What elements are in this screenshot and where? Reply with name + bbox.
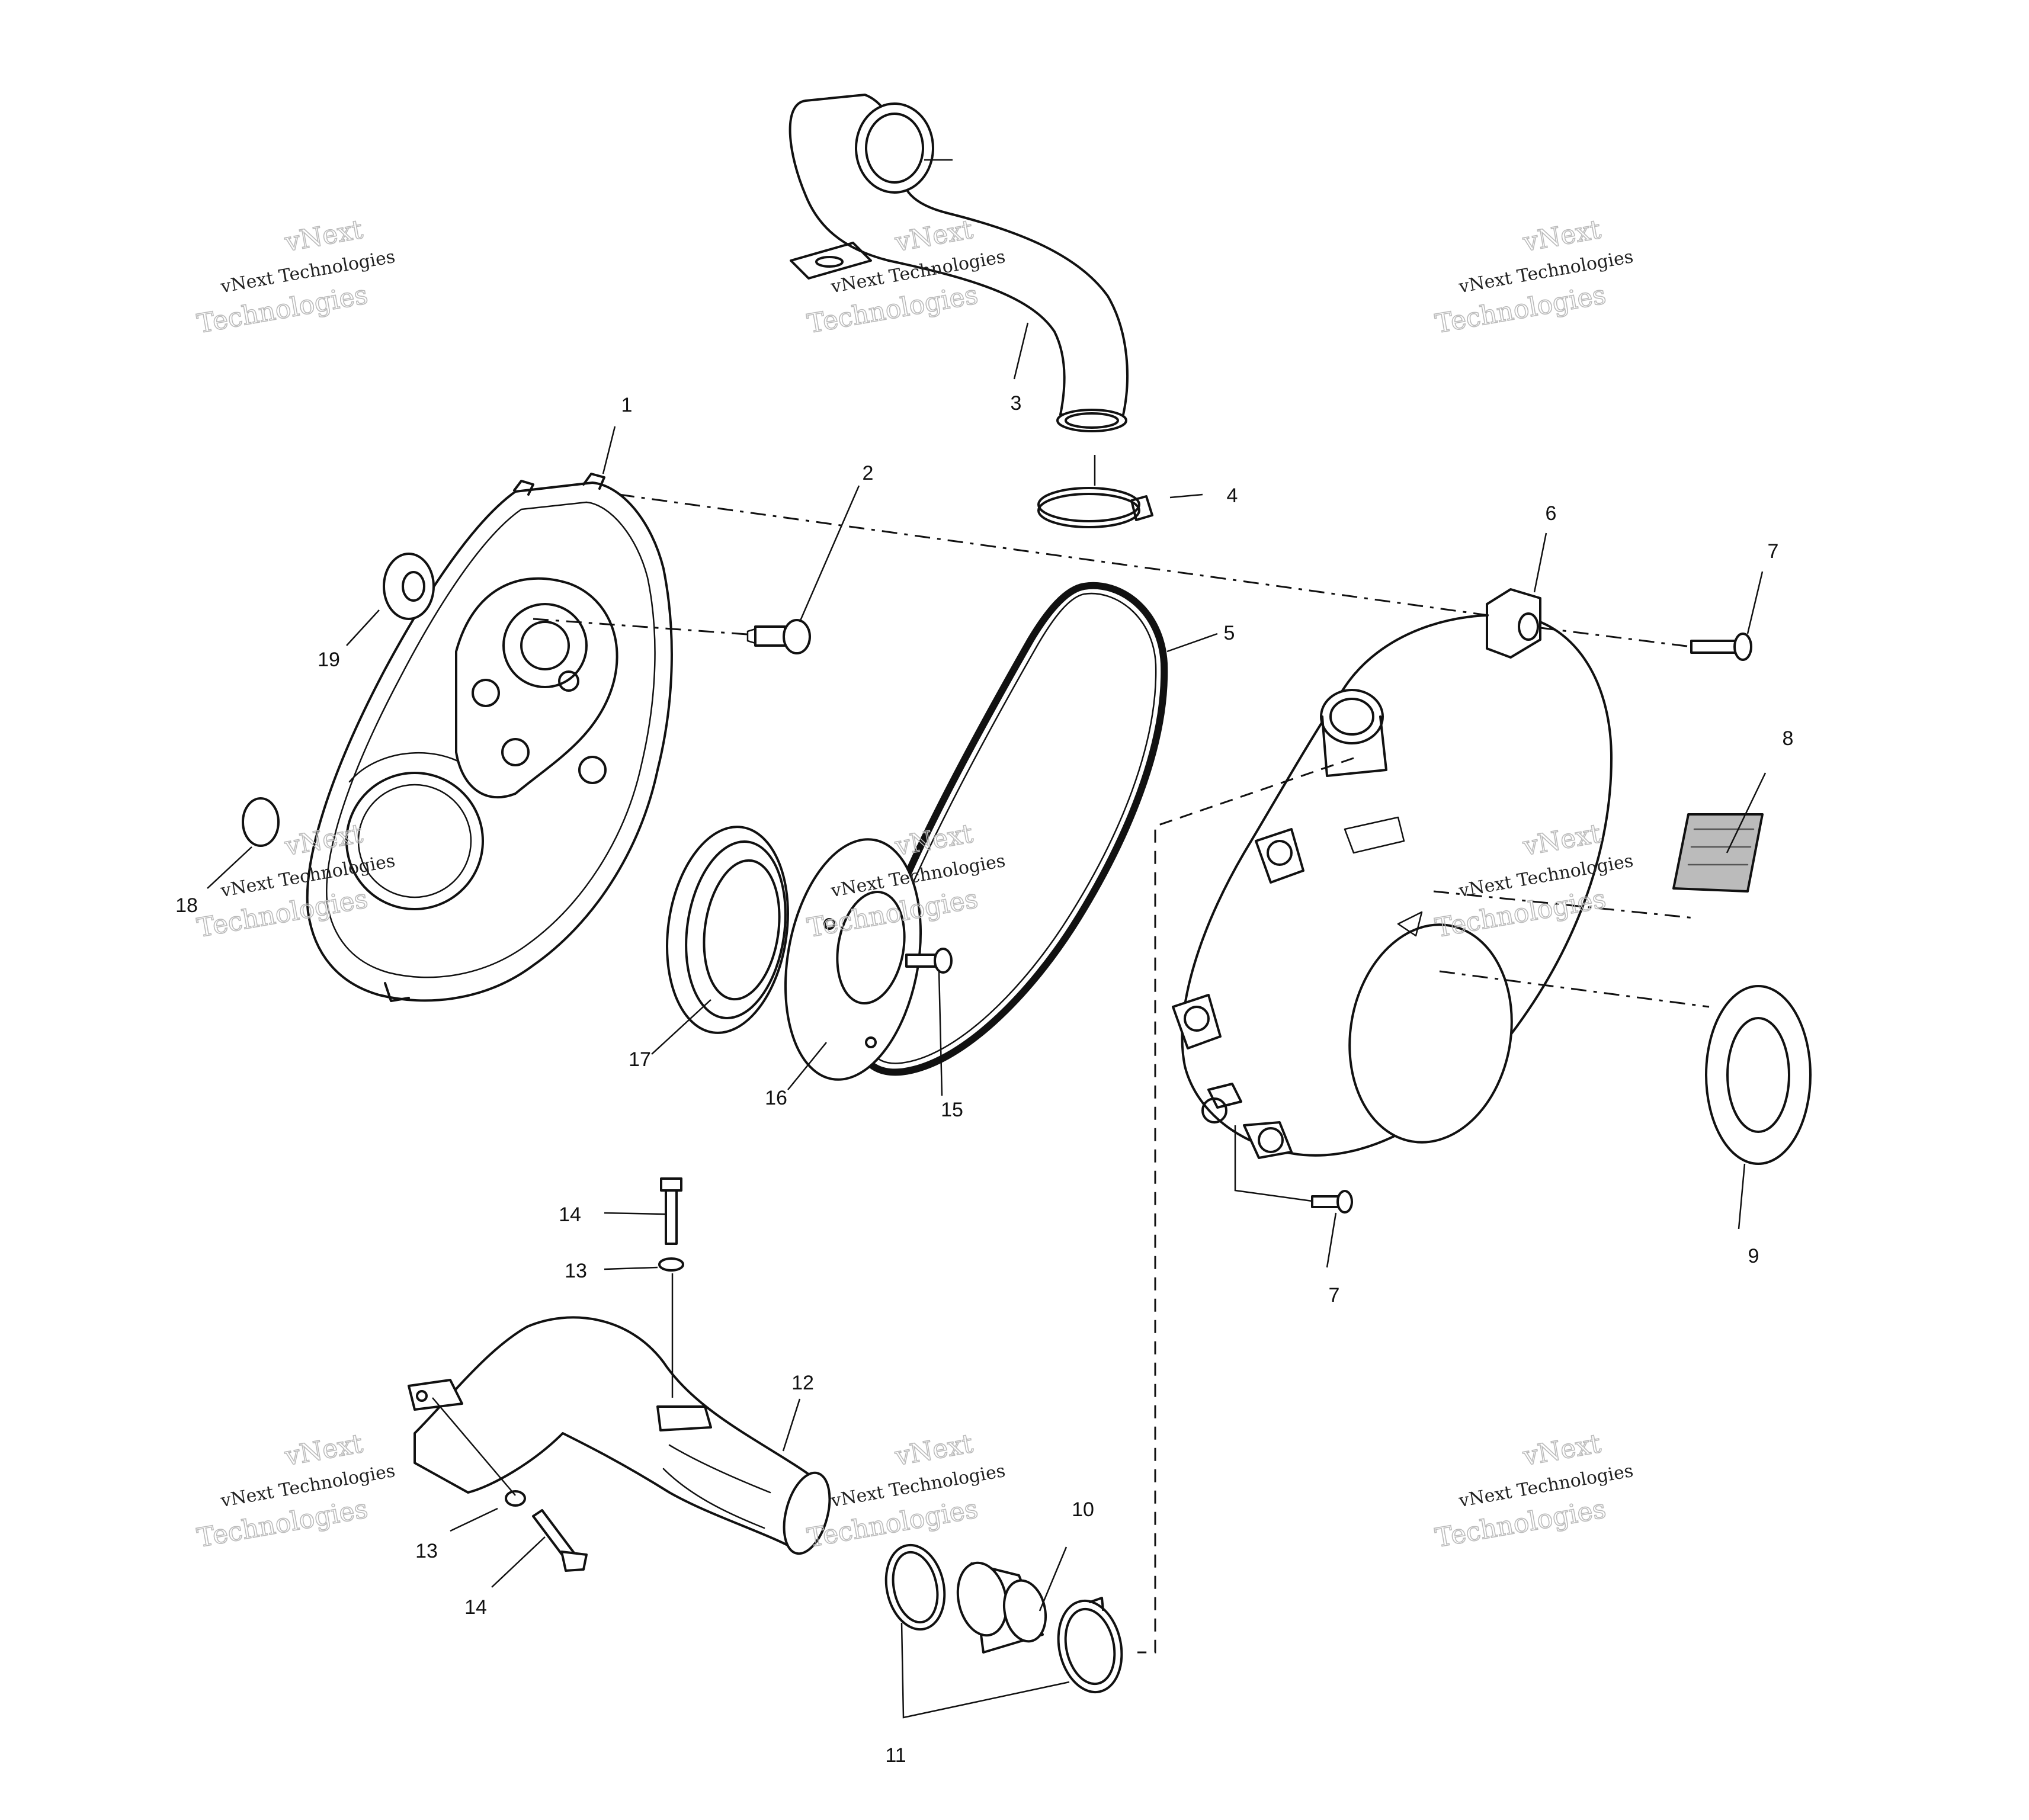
clamp-11-left bbox=[884, 1543, 946, 1631]
callout-19: 19 bbox=[318, 649, 340, 671]
bolt-2 bbox=[746, 619, 811, 654]
callout-16: 16 bbox=[765, 1087, 787, 1109]
seal-17 bbox=[666, 826, 789, 1034]
washer-13-bottom bbox=[505, 1490, 526, 1507]
plug-18 bbox=[242, 797, 280, 847]
watermark-7: vNext vNext Technologies Technologies bbox=[194, 1428, 396, 1554]
watermark-1: vNext vNext Technologies Technologies bbox=[194, 214, 396, 340]
leader-lines bbox=[207, 159, 1767, 1719]
hose-clamp-top bbox=[1037, 487, 1153, 528]
callout-4: 4 bbox=[1227, 484, 1238, 507]
callout-numbers: 1 2 3 4 5 6 7 7 8 9 10 11 12 13 13 14 14… bbox=[175, 392, 1793, 1767]
callout-1: 1 bbox=[621, 394, 633, 416]
callout-18: 18 bbox=[175, 894, 198, 917]
drive-belt bbox=[854, 582, 1168, 1076]
watermark-3: vNext vNext Technologies Technologies bbox=[1432, 214, 1634, 340]
callout-9: 9 bbox=[1748, 1245, 1759, 1267]
callout-12: 12 bbox=[791, 1372, 814, 1394]
callout-15: 15 bbox=[941, 1099, 963, 1121]
plate-16 bbox=[784, 838, 922, 1081]
intake-duct-upper bbox=[788, 94, 1129, 432]
bolt-14-bottom bbox=[532, 1509, 588, 1572]
boot-10 bbox=[956, 1561, 1047, 1654]
screw-7-top bbox=[1690, 633, 1752, 661]
svg-text:vNext: vNext bbox=[892, 818, 975, 862]
callout-14-bottom: 14 bbox=[464, 1596, 487, 1619]
svg-text:vNext: vNext bbox=[282, 1429, 365, 1472]
assembly-lines bbox=[432, 455, 1710, 1654]
washer-19 bbox=[383, 553, 435, 620]
callout-5: 5 bbox=[1224, 622, 1235, 644]
callout-13-top: 13 bbox=[565, 1260, 587, 1282]
watermark-9: vNext vNext Technologies Technologies bbox=[1432, 1428, 1634, 1554]
callout-14-top: 14 bbox=[559, 1203, 581, 1226]
callout-6: 6 bbox=[1546, 502, 1557, 525]
callout-13-bottom: 13 bbox=[415, 1540, 438, 1562]
callout-7-top: 7 bbox=[1768, 540, 1779, 563]
svg-text:vNext: vNext bbox=[892, 1429, 975, 1472]
svg-text:vNext: vNext bbox=[1520, 1429, 1603, 1472]
callout-11: 11 bbox=[885, 1744, 906, 1767]
decal-8 bbox=[1672, 813, 1764, 893]
svg-text:vNext: vNext bbox=[1520, 214, 1603, 258]
intake-duct-lower bbox=[408, 1316, 831, 1555]
outer-clutch-cover bbox=[1172, 588, 1613, 1159]
svg-text:vNext: vNext bbox=[282, 214, 365, 258]
callout-2: 2 bbox=[863, 462, 874, 484]
inner-clutch-cover bbox=[306, 473, 673, 1002]
bolt-14-top bbox=[660, 1177, 682, 1245]
gasket-ring-9 bbox=[1705, 985, 1812, 1165]
callout-10: 10 bbox=[1072, 1498, 1094, 1521]
callout-17: 17 bbox=[629, 1048, 651, 1071]
callout-8: 8 bbox=[1783, 727, 1794, 750]
callout-7-bottom: 7 bbox=[1329, 1284, 1340, 1307]
washer-13-top bbox=[658, 1257, 684, 1272]
clamp-11-right bbox=[1057, 1597, 1123, 1694]
screw-7-bottom bbox=[1311, 1190, 1353, 1214]
callout-3: 3 bbox=[1011, 392, 1022, 415]
screw-15 bbox=[905, 948, 953, 974]
